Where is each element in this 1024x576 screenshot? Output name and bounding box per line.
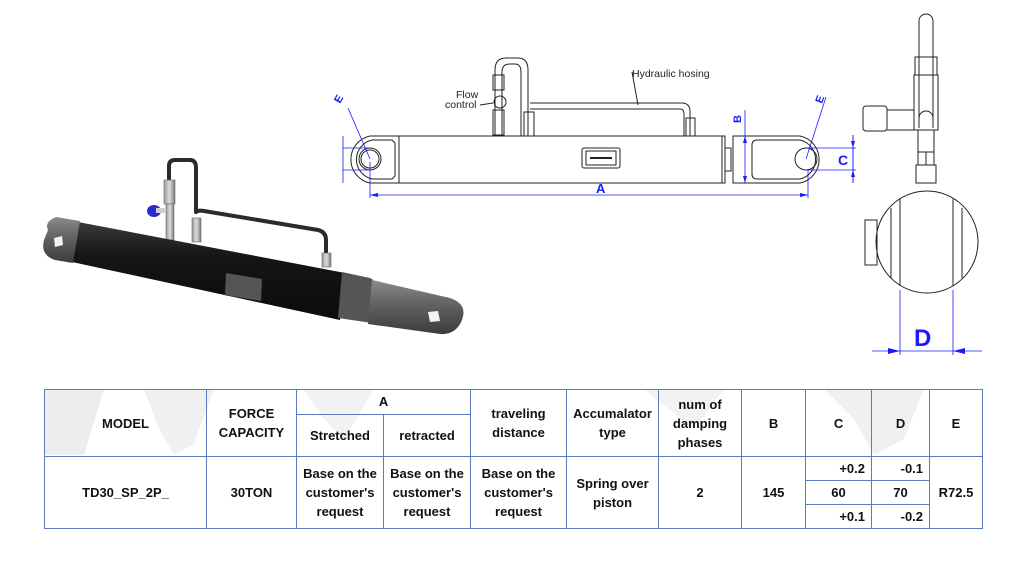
table-row: 60 70 — [45, 479, 983, 506]
header-text: traveling — [491, 406, 546, 422]
dimension-a: A — [369, 162, 809, 198]
cell-text: Base on the — [390, 466, 464, 482]
header-text: distance — [492, 425, 545, 441]
cell-a-stretched: Base on the customer's request — [296, 456, 384, 529]
left-eye-end-3d — [43, 217, 80, 263]
cell-text: piston — [593, 494, 633, 510]
hydraulic-hose-outline — [494, 57, 691, 136]
header-c: C — [805, 388, 873, 458]
header-d: D — [871, 388, 931, 458]
cell-d-upper-tolerance: -0.1 — [871, 456, 931, 481]
dimension-a-label: A — [596, 181, 606, 196]
header-e: E — [929, 388, 984, 458]
flow-control-label: Flow — [456, 89, 479, 101]
hose-end-view — [918, 13, 934, 125]
dimension-c-label: C — [838, 152, 848, 168]
header-text: type — [599, 425, 626, 441]
cell-traveling-distance: Base on the customer's request — [470, 456, 568, 529]
cell-text: Base on the — [481, 466, 556, 482]
cell-text: Spring over — [576, 475, 649, 491]
header-a-group: A — [295, 389, 472, 415]
header-text: CAPACITY — [218, 425, 285, 441]
label-plate-end-view — [864, 219, 878, 266]
cell-d-lower-tolerance: -0.2 — [871, 504, 931, 529]
header-a-stretched: Stretched — [296, 413, 384, 458]
cell-text: customer's — [305, 485, 375, 501]
cell-c-lower-tolerance: +0.1 — [805, 504, 873, 529]
hydraulic-hosing-callout: Hydraulic hosing — [631, 68, 710, 106]
label-plate-outline — [581, 147, 621, 169]
table-row: TD30_SP_2P_ 30TON Base on the customer's… — [44, 456, 984, 529]
hydraulic-hosing-label: Hydraulic hosing — [632, 68, 710, 80]
table-row: +0.1 -0.2 — [45, 504, 983, 529]
header-b: B — [741, 388, 807, 458]
cylinder-body-3d — [72, 222, 379, 323]
label-plate-3d — [224, 272, 263, 302]
header-row: MODEL FORCE CAPACITY A traveling distanc… — [44, 388, 984, 458]
right-eye-end-3d — [368, 280, 464, 335]
cell-e: R72.5 — [929, 456, 984, 529]
flow-control-valve-outline — [493, 95, 507, 109]
cell-d-nominal: 70 — [871, 479, 931, 506]
header-text: phases — [677, 434, 723, 450]
header-subrow: Stretched retracted — [45, 413, 983, 458]
hose-fitting — [191, 217, 202, 243]
header-force-capacity: FORCE CAPACITY — [206, 388, 297, 458]
hose-fitting — [321, 252, 332, 268]
header-text: FORCE — [228, 406, 275, 422]
cell-force-capacity: 30TON — [206, 456, 297, 529]
hydraulic-hose-3d — [167, 158, 328, 260]
cell-c-nominal: 60 — [805, 479, 873, 506]
header-accumulator-type: Accumalator type — [566, 388, 660, 458]
dimension-b: B — [732, 110, 747, 183]
cell-text: customer's — [392, 485, 462, 501]
dimension-b-label: B — [732, 115, 744, 123]
header-model: MODEL — [44, 388, 207, 458]
cell-damping-phases: 2 — [658, 456, 743, 529]
cell-c-upper-tolerance: +0.2 — [805, 456, 873, 481]
cylinder-end-circle — [875, 190, 979, 294]
specification-table: MODEL FORCE CAPACITY A traveling distanc… — [44, 388, 984, 529]
cell-b: 145 — [741, 456, 807, 529]
dimension-e-right: E — [805, 94, 828, 160]
header-damping-phases: num of damping phases — [658, 388, 743, 458]
header-text: damping — [672, 415, 728, 431]
cell-text: request — [495, 504, 542, 520]
header-text: num of — [678, 396, 722, 412]
cell-model: TD30_SP_2P_ — [44, 456, 207, 529]
header-a-retracted: retracted — [382, 413, 472, 458]
cell-text: request — [316, 504, 364, 520]
dimension-e-right-label: E — [814, 94, 828, 105]
flow-control-label: control — [445, 99, 477, 111]
cell-text: request — [403, 504, 451, 520]
cell-accumulator-type: Spring over piston — [566, 456, 660, 529]
rod-nut — [724, 147, 732, 172]
flow-control-callout: Flow control — [445, 89, 494, 111]
header-traveling-distance: traveling distance — [470, 388, 568, 458]
cell-a-retracted: Base on the customer's request — [382, 456, 472, 529]
dimension-d-label: D — [914, 325, 931, 352]
valve-knob-end-view — [862, 105, 888, 132]
cell-text: Base on the — [303, 466, 377, 482]
dimension-d: D — [872, 290, 982, 355]
cell-text: customer's — [484, 485, 553, 501]
header-text: Accumalator — [573, 406, 652, 422]
